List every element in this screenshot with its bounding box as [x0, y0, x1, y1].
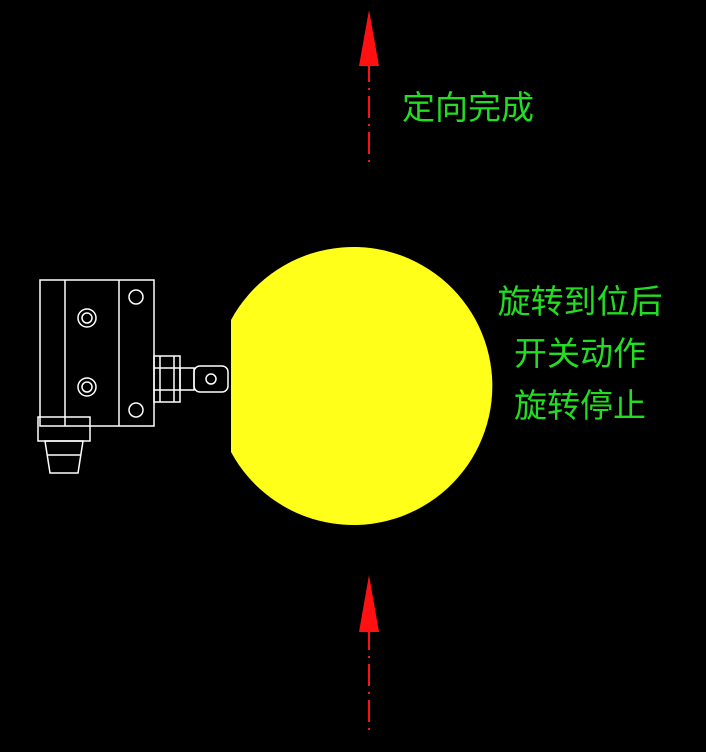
mount-hole-top	[77, 308, 97, 328]
mount-hole-bottom	[77, 377, 97, 397]
switch-housing	[39, 279, 155, 427]
bottom-arrowhead	[359, 575, 379, 632]
note-line-3: 旋转停止	[514, 386, 646, 425]
top-arrowhead	[359, 10, 379, 66]
bottom-arrow-icon	[359, 575, 379, 730]
plunger-stem	[179, 367, 195, 391]
cable-gland	[37, 416, 91, 442]
limit-switch-icon	[37, 279, 229, 474]
screw-top	[128, 289, 144, 305]
status-label: 定向完成	[402, 88, 534, 127]
plunger-nut	[153, 355, 181, 403]
note-block: 旋转到位后 开关动作 旋转停止	[480, 276, 680, 432]
plunger-roller	[193, 365, 229, 393]
cable-gland-nozzle	[44, 440, 84, 474]
top-arrow-icon	[359, 10, 379, 165]
screw-bottom	[128, 402, 144, 418]
note-line-1: 旋转到位后	[497, 282, 663, 321]
note-line-2: 开关动作	[514, 334, 646, 373]
ball-shape	[231, 247, 493, 526]
